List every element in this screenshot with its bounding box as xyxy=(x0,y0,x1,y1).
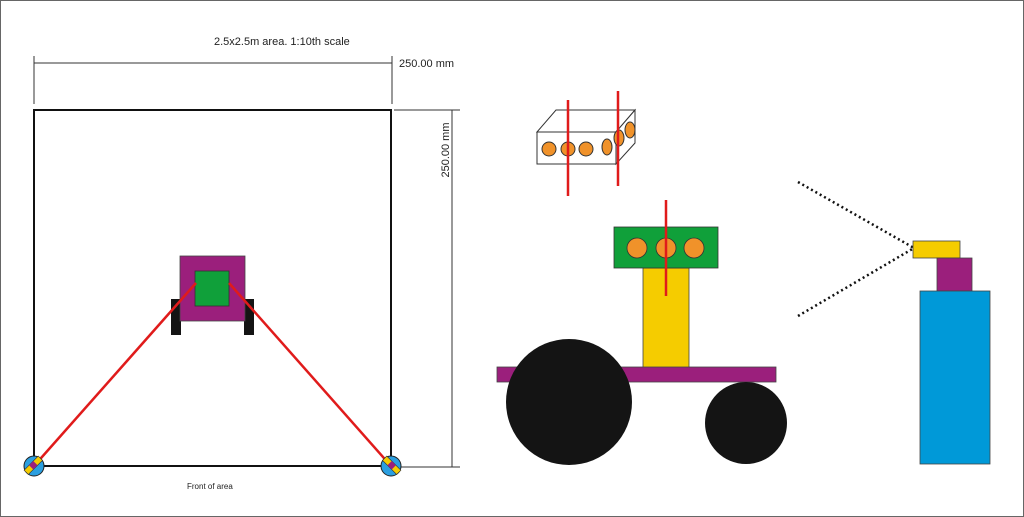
sensor-beams xyxy=(33,282,392,467)
robot-front-wheel xyxy=(705,382,787,464)
area-boundary xyxy=(33,109,392,467)
width-dimension-line xyxy=(33,56,393,104)
robot-rear-wheel xyxy=(506,339,632,465)
left-camera-icon xyxy=(23,455,45,477)
height-dimension-label: 250.00 mm xyxy=(440,122,452,178)
sensor-box-beams xyxy=(566,91,620,196)
front-of-area-label: Front of area xyxy=(187,482,233,491)
robot-sensor-box xyxy=(194,270,230,307)
width-dimension-label: 250.00 mm xyxy=(399,58,455,70)
robot-wheel-left xyxy=(171,299,181,335)
right-camera-icon xyxy=(380,455,402,477)
robot-side-view xyxy=(496,200,787,465)
robot-wheel-right xyxy=(244,299,254,335)
sensor-box-3d xyxy=(535,108,637,166)
spray-bottle-icon xyxy=(797,180,991,465)
diagram-title: 2.5x2.5m area. 1:10th scale xyxy=(214,36,350,48)
height-dimension-line xyxy=(394,109,460,468)
